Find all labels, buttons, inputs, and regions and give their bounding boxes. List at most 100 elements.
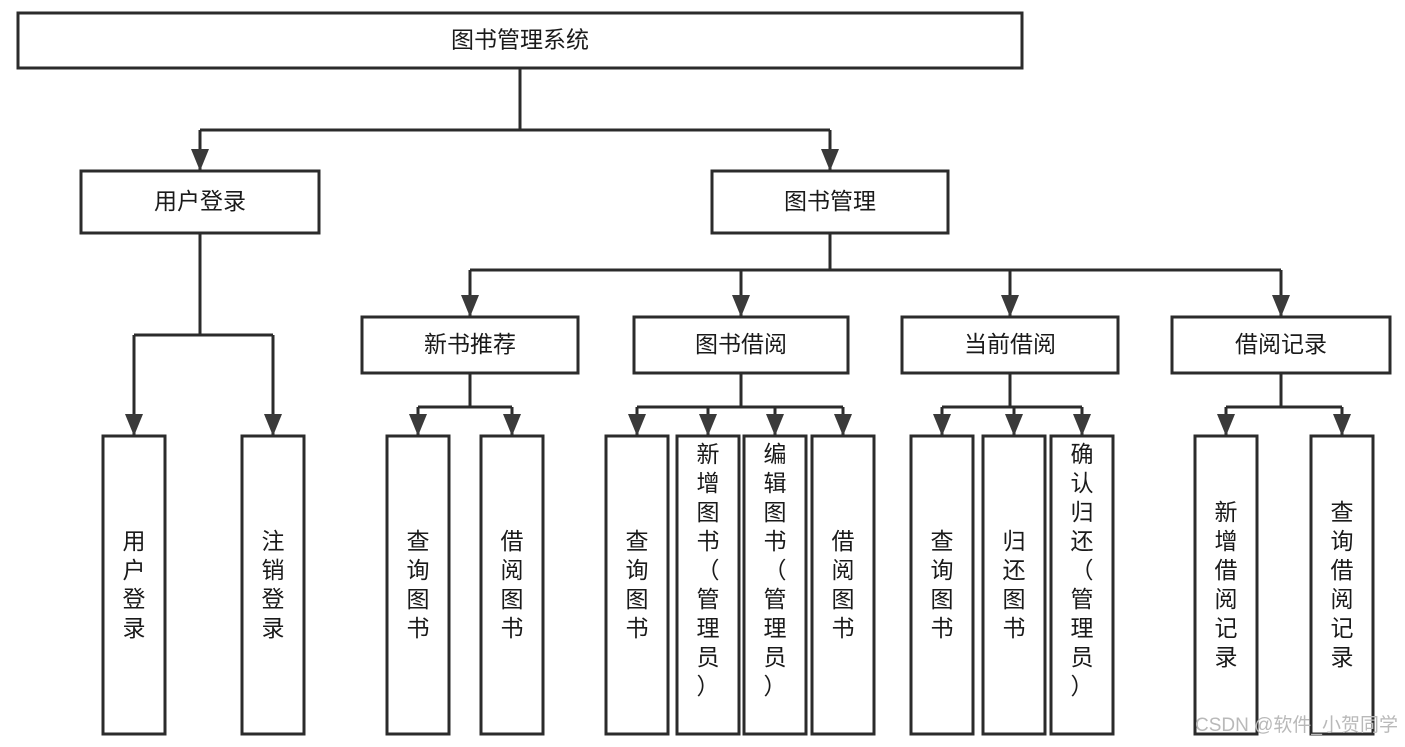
node-box-user-login <box>79 169 321 235</box>
arrow-head-icon <box>821 149 839 171</box>
node-label-leaf-add-book-char-6: 理 <box>697 615 720 641</box>
node-label-leaf-query-book-1-char-1: 询 <box>407 557 430 583</box>
node-label-leaf-edit-book-char-4: （ <box>764 557 787 583</box>
node-label-book-management: 图书管理 <box>784 188 876 214</box>
node-box-book-management <box>710 169 950 235</box>
node-label-leaf-confirm-return-char-5: 管 <box>1071 586 1094 612</box>
node-label-leaf-query-book-2-char-0: 查 <box>626 528 649 554</box>
node-label-leaf-borrow-book-2-char-3: 书 <box>832 615 855 641</box>
node-label-leaf-confirm-return-char-8: ） <box>1071 673 1094 699</box>
node-label-leaf-query-book-3-char-1: 询 <box>931 557 954 583</box>
node-borrow-record[interactable]: 借阅记录 <box>1170 315 1392 375</box>
node-label-leaf-query-borrow-record-char-3: 阅 <box>1331 586 1354 612</box>
node-box-leaf-return-book <box>981 434 1047 736</box>
node-label-leaf-edit-book-char-8: ） <box>764 673 787 699</box>
node-book-borrow[interactable]: 图书借阅 <box>632 315 850 375</box>
csdn-watermark: CSDN @软件_小贺同学 <box>1195 714 1398 736</box>
node-box-leaf-add-book <box>675 434 741 736</box>
diagram-nodes: 图书管理系统用户登录图书管理新书推荐图书借阅当前借阅借阅记录用户登录注销登录查询… <box>16 11 1392 736</box>
node-label-leaf-user-login-char-2: 登 <box>123 586 146 612</box>
node-label-leaf-user-logout-char-0: 注 <box>262 528 285 554</box>
node-label-leaf-edit-book-char-6: 理 <box>764 615 787 641</box>
node-label-leaf-query-borrow-record-char-5: 录 <box>1331 644 1354 670</box>
node-box-leaf-query-book-1 <box>385 434 451 736</box>
node-undefined[interactable]: 图书管理系统 <box>16 11 1024 70</box>
arrow-head-icon <box>766 414 784 436</box>
arrow-head-icon <box>461 295 479 317</box>
node-label-leaf-edit-book-char-7: 员 <box>764 644 787 670</box>
node-label-book-borrow: 图书借阅 <box>695 331 787 357</box>
node-label-leaf-user-login-char-0: 用 <box>123 528 146 554</box>
node-label-leaf-user-logout-char-3: 录 <box>262 615 285 641</box>
node-label-leaf-query-book-3-char-2: 图 <box>931 586 954 612</box>
node-label-leaf-edit-book-char-3: 书 <box>764 528 787 554</box>
arrow-head-icon <box>191 149 209 171</box>
node-label-leaf-confirm-return-char-6: 理 <box>1071 615 1094 641</box>
node-label-leaf-return-book-char-0: 归 <box>1003 528 1026 554</box>
node-label-leaf-query-book-2-char-3: 书 <box>626 615 649 641</box>
node-label-leaf-borrow-book-2-char-2: 图 <box>832 586 855 612</box>
node-box-undefined <box>16 11 1024 70</box>
arrow-head-icon <box>409 414 427 436</box>
node-box-leaf-edit-book <box>742 434 808 736</box>
node-box-current-borrow <box>900 315 1120 375</box>
node-label-leaf-confirm-return-char-3: 还 <box>1071 528 1094 554</box>
node-label-leaf-edit-book-char-2: 图 <box>764 499 787 525</box>
node-label-leaf-edit-book-char-5: 管 <box>764 586 787 612</box>
arrow-head-icon <box>933 414 951 436</box>
node-box-leaf-user-logout <box>240 434 306 736</box>
node-label-leaf-confirm-return-char-2: 归 <box>1071 499 1094 525</box>
node-label-leaf-borrow-book-1-char-1: 阅 <box>501 557 524 583</box>
arrow-head-icon <box>1005 414 1023 436</box>
node-label-leaf-add-book-char-1: 增 <box>697 470 720 496</box>
node-current-borrow[interactable]: 当前借阅 <box>900 315 1120 375</box>
node-label-leaf-add-borrow-record-char-0: 新 <box>1215 499 1238 525</box>
node-label-leaf-query-borrow-record-char-0: 查 <box>1331 499 1354 525</box>
node-label-leaf-add-book-char-3: 书 <box>697 528 720 554</box>
arrow-head-icon <box>125 414 143 436</box>
node-label-leaf-borrow-book-2-char-0: 借 <box>832 528 855 554</box>
node-label-current-borrow: 当前借阅 <box>964 331 1056 357</box>
node-label-leaf-add-borrow-record-char-4: 记 <box>1215 615 1238 641</box>
arrow-head-icon <box>503 414 521 436</box>
node-label-borrow-record: 借阅记录 <box>1235 331 1327 357</box>
node-label-leaf-add-book-char-5: 管 <box>697 586 720 612</box>
node-label-leaf-query-borrow-record-char-1: 询 <box>1331 528 1354 554</box>
node-label-leaf-borrow-book-1-char-3: 书 <box>501 615 524 641</box>
node-label-leaf-query-book-2-char-1: 询 <box>626 557 649 583</box>
node-label-leaf-return-book-char-2: 图 <box>1003 586 1026 612</box>
node-book-management[interactable]: 图书管理 <box>710 169 950 235</box>
node-box-leaf-borrow-book-1 <box>479 434 545 736</box>
node-label-user-login: 用户登录 <box>154 188 246 214</box>
node-box-borrow-record <box>1170 315 1392 375</box>
node-label-leaf-add-book-char-2: 图 <box>697 499 720 525</box>
node-box-leaf-user-login <box>101 434 167 736</box>
node-label-leaf-edit-book-char-0: 编 <box>764 441 787 467</box>
node-label-leaf-query-borrow-record-char-2: 借 <box>1331 557 1354 583</box>
node-leaf-user-login[interactable]: 用户登录 <box>101 434 167 736</box>
node-new-book-recommend[interactable]: 新书推荐 <box>360 315 580 375</box>
node-label-leaf-user-login-char-3: 录 <box>123 615 146 641</box>
node-label-leaf-edit-book-char-1: 辑 <box>764 470 787 496</box>
node-label-leaf-query-book-2-char-2: 图 <box>626 586 649 612</box>
node-user-login[interactable]: 用户登录 <box>79 169 321 235</box>
node-label-leaf-confirm-return-char-1: 认 <box>1071 470 1094 496</box>
node-box-leaf-confirm-return <box>1049 434 1115 736</box>
arrow-head-icon <box>1272 295 1290 317</box>
connector-lines <box>125 68 1351 436</box>
node-label-leaf-borrow-book-1-char-2: 图 <box>501 586 524 612</box>
